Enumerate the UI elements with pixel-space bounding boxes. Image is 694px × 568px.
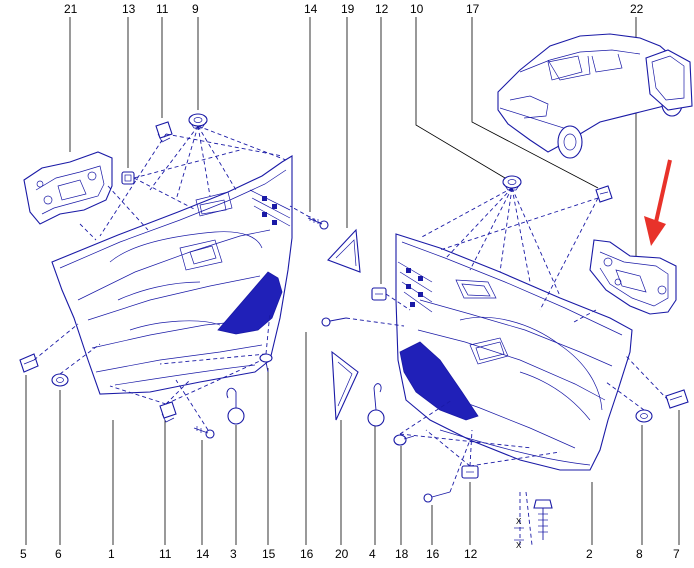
axis-mark-x-2: X: [516, 541, 522, 550]
callout-13: 13: [122, 2, 136, 16]
callout-22: 22: [630, 2, 644, 16]
part-12-bottom-clip: [461, 465, 479, 479]
callout-14-bottom: 14: [196, 547, 210, 561]
part-8-grommet: [635, 409, 653, 423]
part-3-hook-cover: [226, 387, 245, 425]
left-panel-felt-insert: [217, 271, 283, 335]
bottom-callouts: 5 6 1 11 14 3 15 16 20 4 18 16 12 2 8 7: [20, 547, 680, 561]
callout-21: 21: [64, 2, 78, 16]
part-11-bottom-clip: [159, 401, 177, 423]
part-16-right-screw: [423, 491, 451, 503]
screw-detail-inset: X X: [514, 491, 553, 550]
callout-12-top: 12: [375, 2, 389, 16]
callout-12-bottom: 12: [464, 547, 478, 561]
part-11-top-clip: [155, 121, 173, 143]
callout-4: 4: [369, 547, 376, 561]
callout-8: 8: [636, 547, 643, 561]
callout-10: 10: [410, 2, 424, 16]
callout-2: 2: [586, 547, 593, 561]
part-20-triangle-trim: [331, 350, 359, 421]
callout-14-top: 14: [304, 2, 318, 16]
left-door-panel: [51, 155, 293, 395]
fasteners: [19, 113, 689, 503]
part-4-hook-cover: [367, 383, 385, 427]
leader-lines: [25, 17, 680, 545]
part-5-clip: [19, 353, 39, 373]
callout-19: 19: [341, 2, 355, 16]
callout-17: 17: [466, 2, 480, 16]
part-19-triangle-trim: [327, 228, 361, 273]
callout-16-right: 16: [426, 547, 440, 561]
callout-11-bottom: 11: [159, 547, 172, 561]
top-callouts: 21 13 11 9 14 19 12 10 17 22: [64, 2, 644, 16]
part-7-clip: [665, 389, 689, 409]
car-illustration: [497, 33, 693, 159]
part-14-bottom-screw: [193, 426, 215, 439]
callout-3: 3: [230, 547, 237, 561]
part-22-bracket: [589, 239, 677, 315]
part-6-grommet: [51, 373, 69, 387]
callout-18: 18: [395, 547, 409, 561]
part-16-left-screw: [321, 317, 347, 327]
right-door-panel: [395, 233, 633, 471]
callout-20: 20: [335, 547, 349, 561]
part-13-clip: [121, 171, 135, 185]
callout-6: 6: [55, 547, 62, 561]
part-14-top-screw: [307, 216, 329, 230]
part-15-pin: [259, 353, 273, 373]
axis-mark-x-1: X: [516, 517, 522, 526]
callout-9: 9: [192, 2, 199, 16]
red-arrow-indicator: [644, 159, 672, 246]
part-9-grommet: [188, 113, 208, 129]
part-17-clip: [595, 185, 613, 203]
callout-7: 7: [673, 547, 680, 561]
callout-15: 15: [262, 547, 276, 561]
part-12-top-clip: [371, 287, 387, 301]
callout-16-left: 16: [300, 547, 314, 561]
callout-11-top: 11: [156, 2, 169, 16]
assembly-lines: [33, 125, 669, 493]
part-18-pin: [393, 434, 415, 446]
right-panel-felt-insert: [399, 341, 479, 421]
callout-5: 5: [20, 547, 27, 561]
part-21-bracket: [23, 151, 113, 225]
callout-1: 1: [108, 547, 115, 561]
part-10-grommet: [502, 175, 522, 191]
